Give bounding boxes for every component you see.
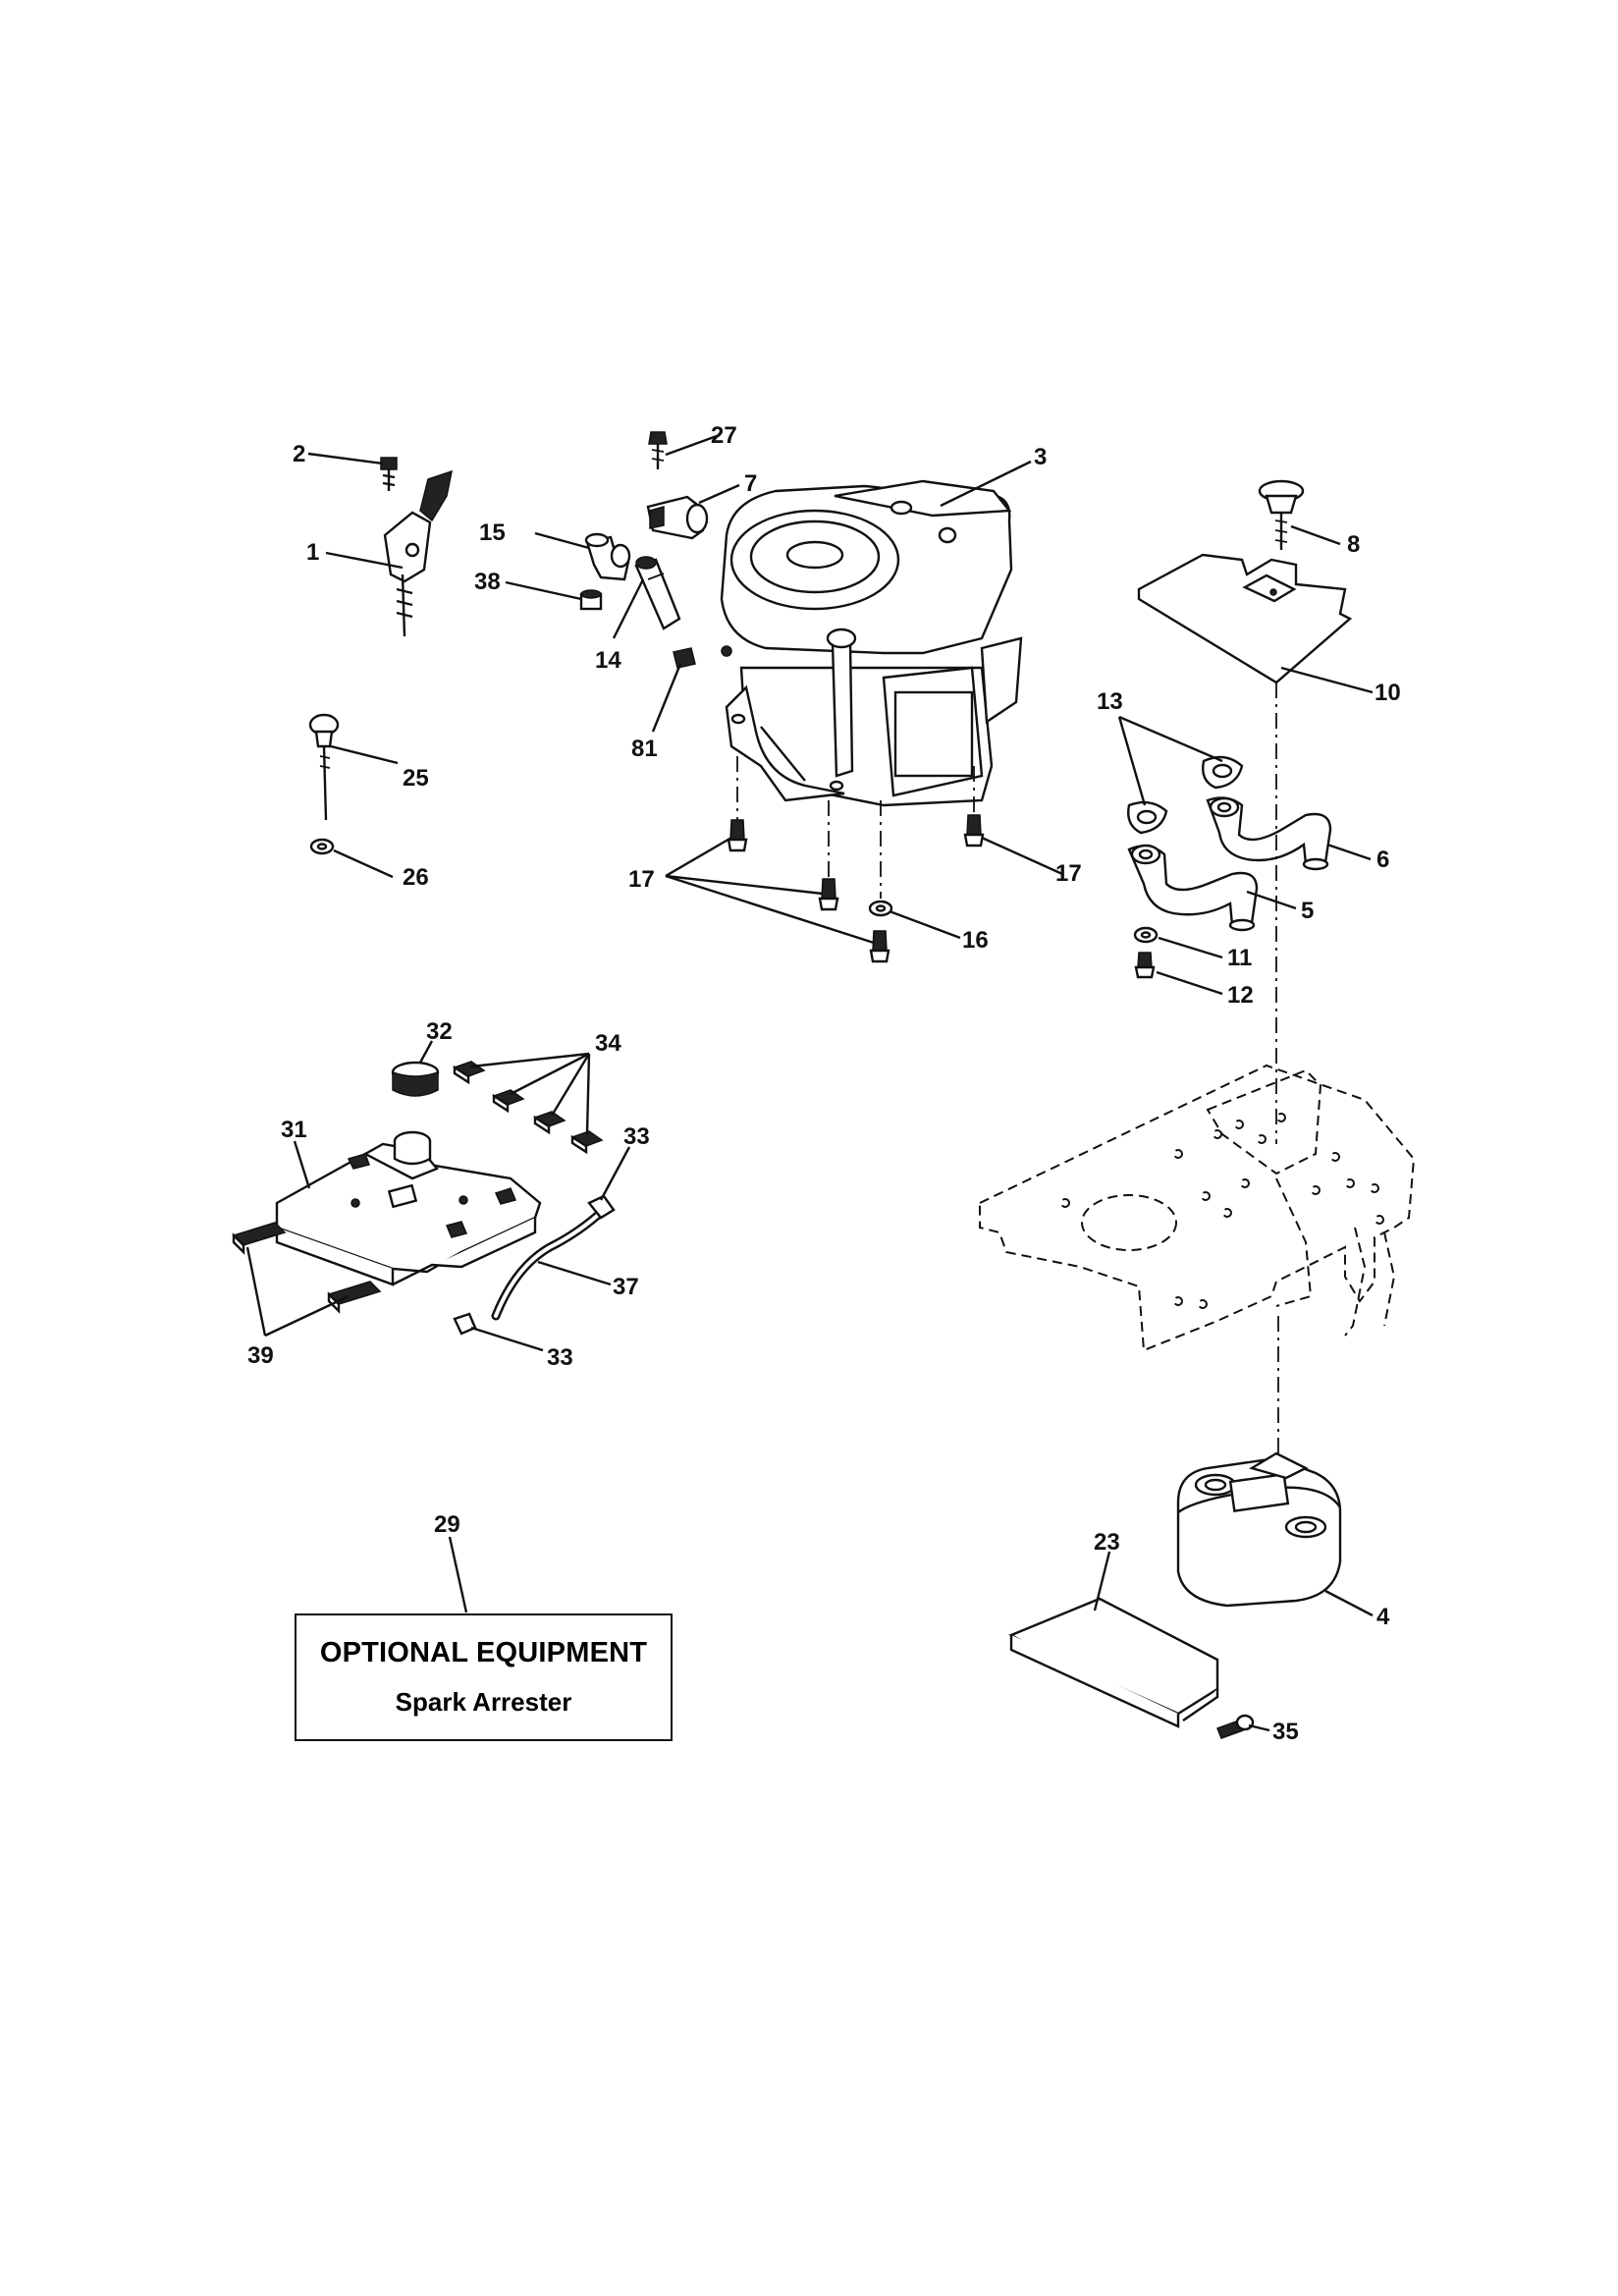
label-part-35: 35 [1272,1719,1299,1745]
label-part-26: 26 [403,864,429,891]
part-numbers: 2 1 27 7 3 15 38 14 81 25 26 17 17 16 8 … [247,422,1401,1745]
label-part-27: 27 [711,422,737,449]
label-part-39: 39 [247,1342,274,1369]
chassis-frame-phantom [979,1064,1416,1352]
label-part-29: 29 [434,1511,460,1538]
screw-part-2 [380,457,398,491]
bolt-part-12 [1134,952,1156,979]
cap-part-32 [391,1061,440,1097]
label-part-10: 10 [1375,680,1401,706]
label-part-3: 3 [1034,444,1047,470]
fitting-part-81 [673,645,732,669]
clamp-part-33-lower [453,1312,477,1336]
label-part-33-upper: 33 [623,1123,650,1150]
label-part-33-lower: 33 [547,1344,573,1371]
muffler-part-4 [1176,1451,1342,1608]
plug-part-38 [579,589,603,611]
clamp-part-33-upper [587,1194,616,1220]
knob-part-8 [1258,479,1305,550]
screw-part-35 [1216,1714,1255,1739]
screw-part-27 [648,431,668,469]
bolt-part-17-mid [818,800,839,911]
washer-part-16 [868,800,893,917]
heat-shield-part-23 [1008,1597,1219,1728]
gasket-part-13-lower [1127,800,1168,835]
label-part-2: 2 [293,441,305,467]
optional-equipment-subtitle: Spark Arrester [395,1687,572,1717]
bolt-part-17-left [727,756,748,852]
label-part-37: 37 [613,1274,639,1300]
label-part-12: 12 [1227,982,1254,1009]
label-part-8: 8 [1347,531,1360,558]
label-part-17-right: 17 [1055,860,1082,887]
label-part-81: 81 [631,736,658,762]
throttle-control-part [383,469,453,637]
spark-arrester-body-part-31 [275,1130,542,1286]
choke-knob-part [308,713,340,821]
label-part-5: 5 [1301,898,1314,924]
bolt-part-17-bottom [869,930,890,963]
label-part-34: 34 [595,1030,621,1057]
washer-part-26 [309,838,335,855]
label-part-4: 4 [1376,1604,1390,1630]
optional-equipment-title: OPTIONAL EQUIPMENT [319,1637,648,1668]
shield-plate-part-10 [1137,553,1353,684]
exhaust-pipe-part-5 [1127,844,1259,932]
label-part-17-left: 17 [628,866,655,893]
label-part-7: 7 [744,470,757,497]
label-part-14: 14 [595,647,621,674]
gasket-part-13-upper [1202,755,1244,790]
screen-pads-part-34 [453,1061,604,1155]
label-part-1: 1 [306,539,319,566]
label-part-15: 15 [479,519,506,546]
hose-part-37 [491,1205,609,1321]
optional-equipment-box: OPTIONAL EQUIPMENT Spark Arrester [295,1613,673,1741]
label-part-16: 16 [962,927,989,954]
label-part-11: 11 [1227,945,1252,971]
leader-lines [245,434,1374,1732]
label-part-31: 31 [281,1117,307,1143]
label-part-13: 13 [1097,688,1123,715]
washer-part-11 [1133,926,1159,944]
exhaust-pipe-part-6 [1206,796,1332,871]
clamp-part-7 [646,495,709,540]
label-part-23: 23 [1094,1529,1120,1556]
label-part-38: 38 [474,569,501,595]
label-part-25: 25 [403,765,429,792]
elbow-fitting-part-15 [584,532,631,581]
engine-part [720,479,1023,807]
label-part-6: 6 [1376,847,1389,873]
nipple-part-14 [634,556,681,630]
bolt-part-17-right [963,766,985,847]
label-part-32: 32 [426,1018,453,1045]
